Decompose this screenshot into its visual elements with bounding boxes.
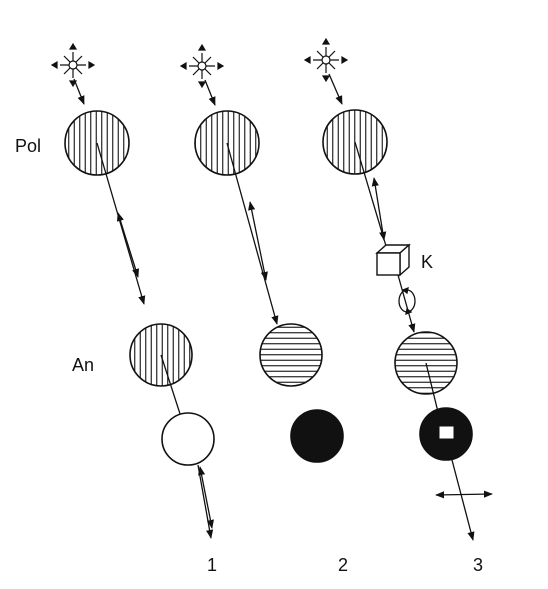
light-source-icon [50,42,96,88]
case-2-label: 2 [338,555,349,575]
case-3-label: 3 [473,555,484,575]
column-1 [50,42,215,539]
vibration-arrow [435,490,493,499]
light-ray [328,73,343,105]
column-2 [179,43,344,463]
screen-bright [161,412,215,466]
column-3 [303,37,493,541]
vibration-arrow [116,212,140,278]
light-ray [73,78,85,105]
light-ray [425,362,439,413]
analyzer-disc [259,323,323,387]
vibration-arrow [198,466,214,529]
light-source-icon [303,37,349,83]
light-ray [226,142,279,325]
analyzer-label: An [72,355,95,375]
crystal-cube-icon [375,243,411,277]
light-source-icon [179,43,225,89]
screen-dark [290,409,344,463]
light-ray [160,354,183,421]
bright-spot [439,426,454,439]
light-ray [96,142,146,305]
crystal-label: K [421,252,434,272]
light-ray [204,79,216,106]
circular-polarization-icon [398,286,416,316]
vibration-arrow [371,177,387,241]
light-ray [397,274,416,333]
case-1-label: 1 [207,555,218,575]
vibration-arrow [248,201,268,281]
polarizer-label: Pol [15,136,42,156]
light-ray [197,464,214,539]
light-ray [451,459,475,541]
